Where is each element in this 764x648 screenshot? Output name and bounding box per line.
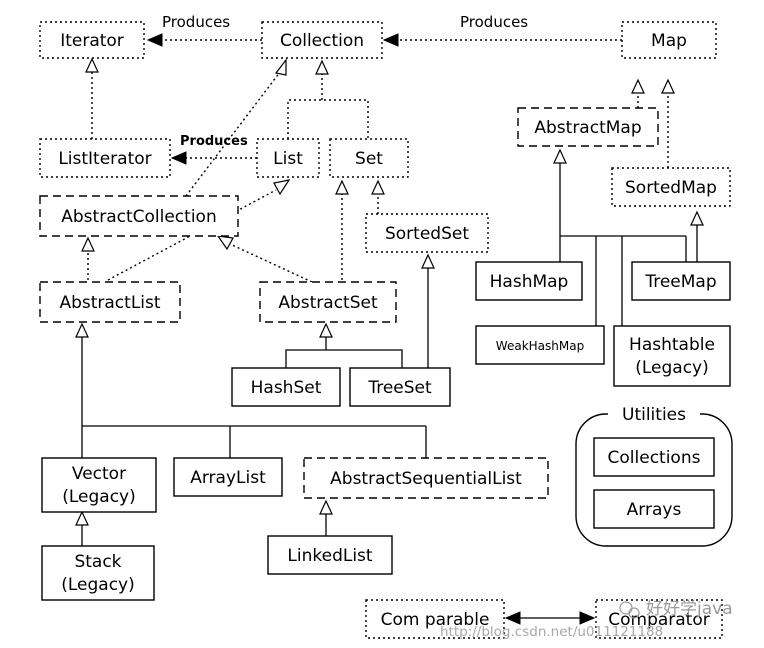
node-linkedlist: LinkedList: [267, 535, 393, 575]
node-collection: Collection: [261, 21, 383, 59]
collection-inherit-triangle: [315, 59, 329, 75]
node-treeset: TreeSet: [349, 367, 451, 407]
node-abstractcollection: AbstractCollection: [39, 195, 239, 237]
hashmap-label: HashMap: [490, 272, 569, 292]
abstractsequentiallist-label: AbstractSequentialList: [330, 469, 522, 489]
collections-box: [593, 437, 715, 477]
produces-label-top-left: Produces: [162, 13, 230, 31]
node-abstractsequentiallist: AbstractSequentialList: [303, 457, 549, 499]
abstractcollection-label: AbstractCollection: [61, 207, 216, 227]
set-inherit-triangle-right: [371, 179, 385, 195]
sortedmap-label: SortedMap: [625, 178, 717, 198]
node-listiterator: ListIterator: [39, 138, 171, 178]
node-treemap: TreeMap: [631, 261, 731, 301]
watermark-url: http://blog.csdn.net/u011121188: [440, 624, 663, 640]
listiterator-label: ListIterator: [58, 149, 151, 169]
hashtable-label: Hashtable: [629, 335, 715, 355]
node-sortedmap: SortedMap: [611, 167, 731, 207]
arrays-box: [593, 489, 715, 529]
node-arraylist: ArrayList: [173, 457, 283, 497]
map-label: Map: [651, 31, 687, 51]
node-comparator: Comparator: [595, 599, 723, 639]
sortedset-label: SortedSet: [385, 224, 469, 244]
sortedmap-inherit-triangle: [690, 210, 704, 226]
node-abstractmap: AbstractMap: [517, 107, 659, 147]
weakhashmap-label: WeakHashMap: [496, 339, 584, 353]
node-sortedset: SortedSet: [365, 213, 489, 253]
linkedlist-label: LinkedList: [287, 546, 373, 566]
node-abstractlist: AbstractList: [39, 281, 181, 323]
utilities-group: Utilities Collections Arrays: [575, 404, 733, 547]
map-inherit-triangle-left: [631, 78, 645, 94]
abstractlist-label: AbstractList: [59, 293, 160, 313]
watermark-brand: 好好学java: [646, 599, 733, 619]
hashtable-legacy-label: (Legacy): [635, 358, 709, 378]
produces-collection-iterator-arrow: [146, 33, 163, 47]
vector-legacy-label: (Legacy): [62, 487, 136, 507]
set-inherit-triangle-left: [335, 179, 349, 195]
abstractset-abstractcollection-link: [229, 243, 313, 283]
node-stack: Stack (Legacy): [41, 545, 155, 601]
comparable-label: Com parable: [381, 610, 490, 630]
node-vector: Vector (Legacy): [41, 457, 157, 513]
treemap-label: TreeMap: [644, 272, 716, 292]
produces-label-top-right: Produces: [460, 13, 528, 31]
node-weakhashmap: WeakHashMap: [475, 325, 605, 365]
arraylist-label: ArrayList: [190, 468, 266, 488]
abstractsequentiallist-inherit-triangle: [319, 499, 333, 515]
node-comparable: Com parable: [365, 599, 505, 639]
iterator-inherit-triangle: [85, 57, 99, 73]
comparator-label: Comparator: [608, 610, 710, 630]
abstractset-label: AbstractSet: [278, 293, 378, 313]
comparable-arrow: [504, 611, 521, 625]
abstractcollection-collection-link: [185, 71, 281, 197]
set-label: Set: [355, 149, 383, 169]
node-iterator: Iterator: [39, 21, 145, 59]
node-hashtable: Hashtable (Legacy): [613, 325, 731, 387]
iterator-label: Iterator: [60, 31, 124, 51]
list-label: List: [273, 149, 303, 169]
list-implement-triangle: [273, 179, 291, 196]
comparator-arrow: [579, 611, 596, 625]
abstractmap-label: AbstractMap: [534, 118, 641, 138]
abstractset-inherit-triangle: [319, 322, 333, 338]
node-abstractset: AbstractSet: [259, 281, 397, 323]
abstractcollection-inherit-triangle-left: [81, 236, 95, 252]
node-hashmap: HashMap: [475, 261, 583, 301]
collection-implement-triangle: [274, 58, 287, 76]
node-map: Map: [621, 21, 717, 59]
vector-inherit-triangle: [75, 510, 89, 526]
abstractmap-inherit-triangle: [553, 148, 567, 164]
sets-bus: [285, 349, 403, 368]
list-set-bus: [287, 99, 369, 139]
produces-map-collection-arrow: [382, 33, 399, 47]
collection-label: Collection: [280, 31, 364, 51]
map-inherit-triangle-right: [661, 78, 675, 94]
produces-list-listiterator-arrow: [170, 151, 187, 165]
stack-legacy-label: (Legacy): [61, 575, 135, 595]
abstractcollection-inherit-triangle-right: [216, 235, 234, 251]
hashset-label: HashSet: [251, 378, 322, 398]
watermark: http://blog.csdn.net/u011121188 好好学java: [440, 599, 733, 640]
node-list: List: [256, 138, 320, 178]
arrays-label: Arrays: [627, 500, 682, 520]
produces-label-list: Produces: [180, 134, 248, 149]
vector-label: Vector: [72, 464, 126, 484]
node-hashset: HashSet: [231, 367, 341, 407]
abstractlist-inherit-triangle: [75, 322, 89, 338]
utilities-title: Utilities: [622, 405, 686, 425]
sortedset-inherit-triangle: [421, 253, 435, 269]
collections-label: Collections: [608, 448, 701, 468]
stack-label: Stack: [74, 552, 121, 572]
treeset-label: TreeSet: [367, 378, 432, 398]
node-set: Set: [329, 138, 409, 178]
